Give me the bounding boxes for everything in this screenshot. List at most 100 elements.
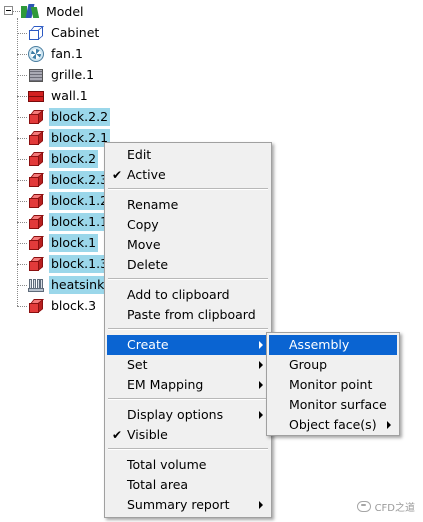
watermark: CFD之道 [356,499,415,514]
tree-item-block[interactable]: block.2.1 [28,128,111,148]
tree-item-label: block.3 [51,298,97,313]
block-icon [28,109,44,125]
block-icon [28,172,44,188]
menu-separator [108,328,268,330]
menu-separator [108,188,268,190]
tree-item-grille[interactable]: grille.1 [28,65,96,85]
tree-connector [17,138,27,139]
tree-connector [17,75,27,76]
tree-item-label: heatsink. [49,276,111,294]
menu-item-monitor-point[interactable]: Monitor point [289,377,373,392]
block-icon [28,235,44,251]
menu-item-copy[interactable]: Copy [127,217,159,232]
watermark-text: CFD之道 [374,503,415,514]
chat-bubble-icon [356,501,371,512]
menu-item-summary-report[interactable]: Summary report [107,495,269,515]
menu-separator [108,398,268,400]
tree-item-block[interactable]: block.2 [28,149,99,169]
tree-item-label: block.1.1 [49,213,111,231]
tree-connector [17,117,27,118]
submenu-arrow-icon [259,381,263,389]
create-submenu: Assembly Group Monitor point Monitor sur… [266,332,400,436]
tree-root-model[interactable]: Model [21,2,86,22]
tree-item-block[interactable]: block.3 [28,296,98,316]
tree-item-block[interactable]: block.1.3 [28,254,111,274]
menu-item-display-options[interactable]: Display options [107,405,269,425]
tree-item-block[interactable]: block.1.1 [28,212,111,232]
tree-item-block[interactable]: block.2.2 [28,107,111,127]
tree-item-label: Model [46,4,84,19]
tree-connector [17,33,27,34]
menu-item-total-area[interactable]: Total area [127,477,189,492]
tree-connector [17,159,27,160]
tree-item-heatsink[interactable]: heatsink. [28,275,111,295]
menu-item-delete[interactable]: Delete [127,257,169,272]
menu-item-move[interactable]: Move [127,237,161,252]
tree-connector [17,96,27,97]
menu-separator [108,278,268,280]
tree-item-cabinet[interactable]: Cabinet [28,23,101,43]
menu-item-add-to-clipboard[interactable]: Add to clipboard [127,287,230,302]
tree-item-label: block.1 [49,234,99,252]
tree-connector [13,11,20,12]
tree-connector [17,306,27,307]
submenu-arrow-icon [387,421,391,429]
block-icon [28,193,44,209]
tree-connector [17,264,27,265]
menu-item-total-volume[interactable]: Total volume [127,457,207,472]
menu-item-edit[interactable]: Edit [127,147,152,162]
menu-item-em-mapping[interactable]: EM Mapping [107,375,269,395]
tree-item-label: block.1.2 [49,192,111,210]
menu-item-visible[interactable]: ✔Visible [107,425,269,445]
menu-item-assembly[interactable]: Assembly [269,335,397,355]
checkmark-icon: ✔ [112,168,123,182]
tree-item-label: wall.1 [51,88,88,103]
tree-connector [17,18,18,306]
block-icon [28,256,44,272]
tree-connector [17,222,27,223]
collapse-toggle[interactable] [4,6,13,15]
tree-item-label: block.2.2 [49,108,111,126]
menu-item-active[interactable]: ✔Active [107,165,269,185]
tree-item-label: block.1.3 [49,255,111,273]
model-icon [21,4,40,20]
tree-connector [17,54,27,55]
wall-icon [28,88,44,104]
tree-item-block[interactable]: block.1.2 [28,191,111,211]
tree-connector [17,180,27,181]
menu-item-group[interactable]: Group [289,357,328,372]
block-icon [28,298,44,314]
tree-item-block[interactable]: block.1 [28,233,99,253]
tree-item-label: block.2 [49,150,99,168]
heatsink-icon [28,277,44,293]
tree-item-label: fan.1 [51,46,83,61]
block-icon [28,214,44,230]
tree-item-wall[interactable]: wall.1 [28,86,90,106]
checkmark-icon: ✔ [112,428,123,442]
submenu-arrow-icon [259,411,263,419]
tree-item-label: block.2.3 [49,171,111,189]
menu-item-set[interactable]: Set [107,355,269,375]
submenu-arrow-icon [259,341,263,349]
tree-item-label: grille.1 [51,67,95,82]
context-menu: Edit ✔Active Rename Copy Move Delete Add… [104,142,272,518]
fan-icon [28,46,44,62]
menu-item-paste-from-clipboard[interactable]: Paste from clipboard [127,307,256,322]
block-icon [28,130,44,146]
menu-item-monitor-surface[interactable]: Monitor surface [289,397,387,412]
tree-item-label: block.2.1 [49,129,111,147]
menu-item-object-faces[interactable]: Object face(s) [269,415,397,435]
cabinet-icon [28,25,44,41]
grille-icon [28,67,44,83]
tree-connector [17,201,27,202]
tree-item-label: Cabinet [51,25,100,40]
block-icon [28,151,44,167]
tree-item-fan[interactable]: fan.1 [28,44,85,64]
menu-item-rename[interactable]: Rename [127,197,179,212]
submenu-arrow-icon [259,361,263,369]
submenu-arrow-icon [259,501,263,509]
menu-item-create[interactable]: Create [107,335,269,355]
tree-item-block[interactable]: block.2.3 [28,170,111,190]
tree-connector [17,243,27,244]
